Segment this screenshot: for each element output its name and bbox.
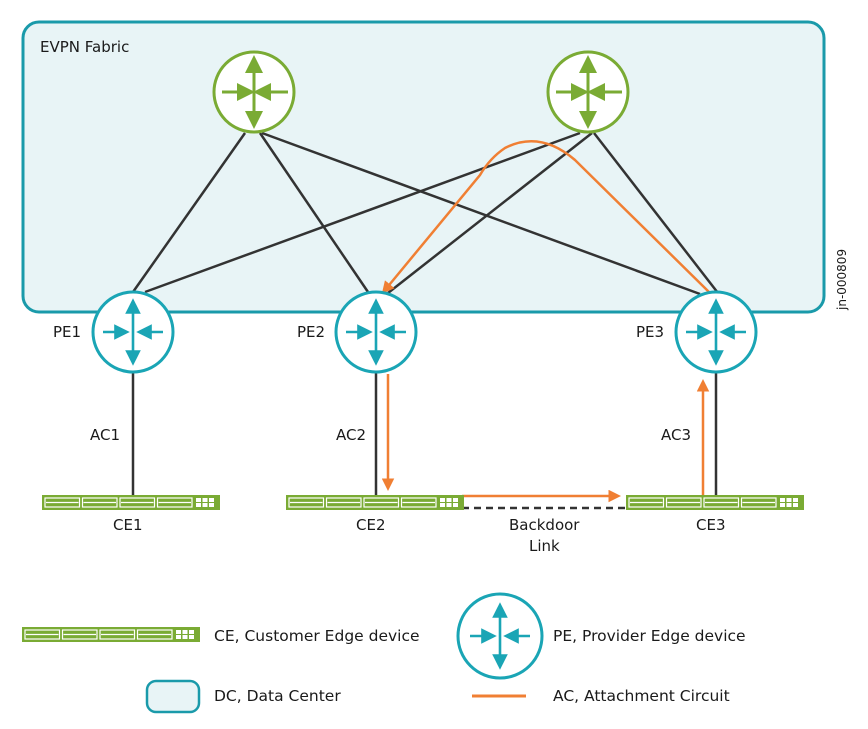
fabric-label: EVPN Fabric xyxy=(40,38,129,56)
ac3-label: AC3 xyxy=(661,426,691,444)
ce2-label: CE2 xyxy=(356,516,386,534)
access-links xyxy=(131,372,718,495)
ac2-label: AC2 xyxy=(336,426,366,444)
ce3-switch xyxy=(626,495,804,510)
link-spine1-pe3 xyxy=(261,131,701,296)
link-spine2-pe2 xyxy=(387,132,593,294)
pe3-label: PE3 xyxy=(636,323,664,341)
legend-dc-icon xyxy=(145,679,201,714)
legend-pe-label: PE, Provider Edge device xyxy=(553,627,746,645)
link-spine1-pe1 xyxy=(131,132,247,293)
router-arrows-icon xyxy=(346,298,406,366)
legend-pe-router-icon xyxy=(456,592,544,680)
router-arrows-icon xyxy=(103,298,163,366)
router-arrows-icon xyxy=(556,55,622,129)
ce1-switch xyxy=(42,495,220,510)
ce1-label: CE1 xyxy=(113,516,143,534)
ac-path-fabric xyxy=(381,140,711,294)
ce3-label: CE3 xyxy=(696,516,726,534)
legend-ce-switch-icon xyxy=(22,627,200,642)
legend-ac-label: AC, Attachment Circuit xyxy=(553,687,730,705)
backdoor-label-1: Backdoor xyxy=(509,516,580,534)
legend-dc-label: DC, Data Center xyxy=(214,687,341,705)
pe2-label: PE2 xyxy=(297,323,325,341)
router-arrows-icon xyxy=(470,602,530,670)
pe2-router xyxy=(334,290,418,374)
fabric-links xyxy=(131,131,719,296)
pe1-router xyxy=(91,290,175,374)
router-arrows-icon xyxy=(222,55,288,129)
link-spine2-pe1 xyxy=(144,131,581,294)
legend-ce-label: CE, Customer Edge device xyxy=(214,627,420,645)
backdoor-label-2: Link xyxy=(529,537,560,555)
ac1-label: AC1 xyxy=(90,426,120,444)
router-arrows-icon xyxy=(686,298,746,366)
spine-node xyxy=(212,50,296,134)
pe3-router xyxy=(674,290,758,374)
link-spine2-pe3 xyxy=(593,132,719,294)
spine-node xyxy=(546,50,630,134)
ce2-switch xyxy=(286,495,464,510)
link-spine1-pe2 xyxy=(258,132,370,293)
figure-id: jn-000809 xyxy=(835,249,849,311)
pe1-label: PE1 xyxy=(53,323,81,341)
evpn-fabric-box xyxy=(21,20,826,314)
